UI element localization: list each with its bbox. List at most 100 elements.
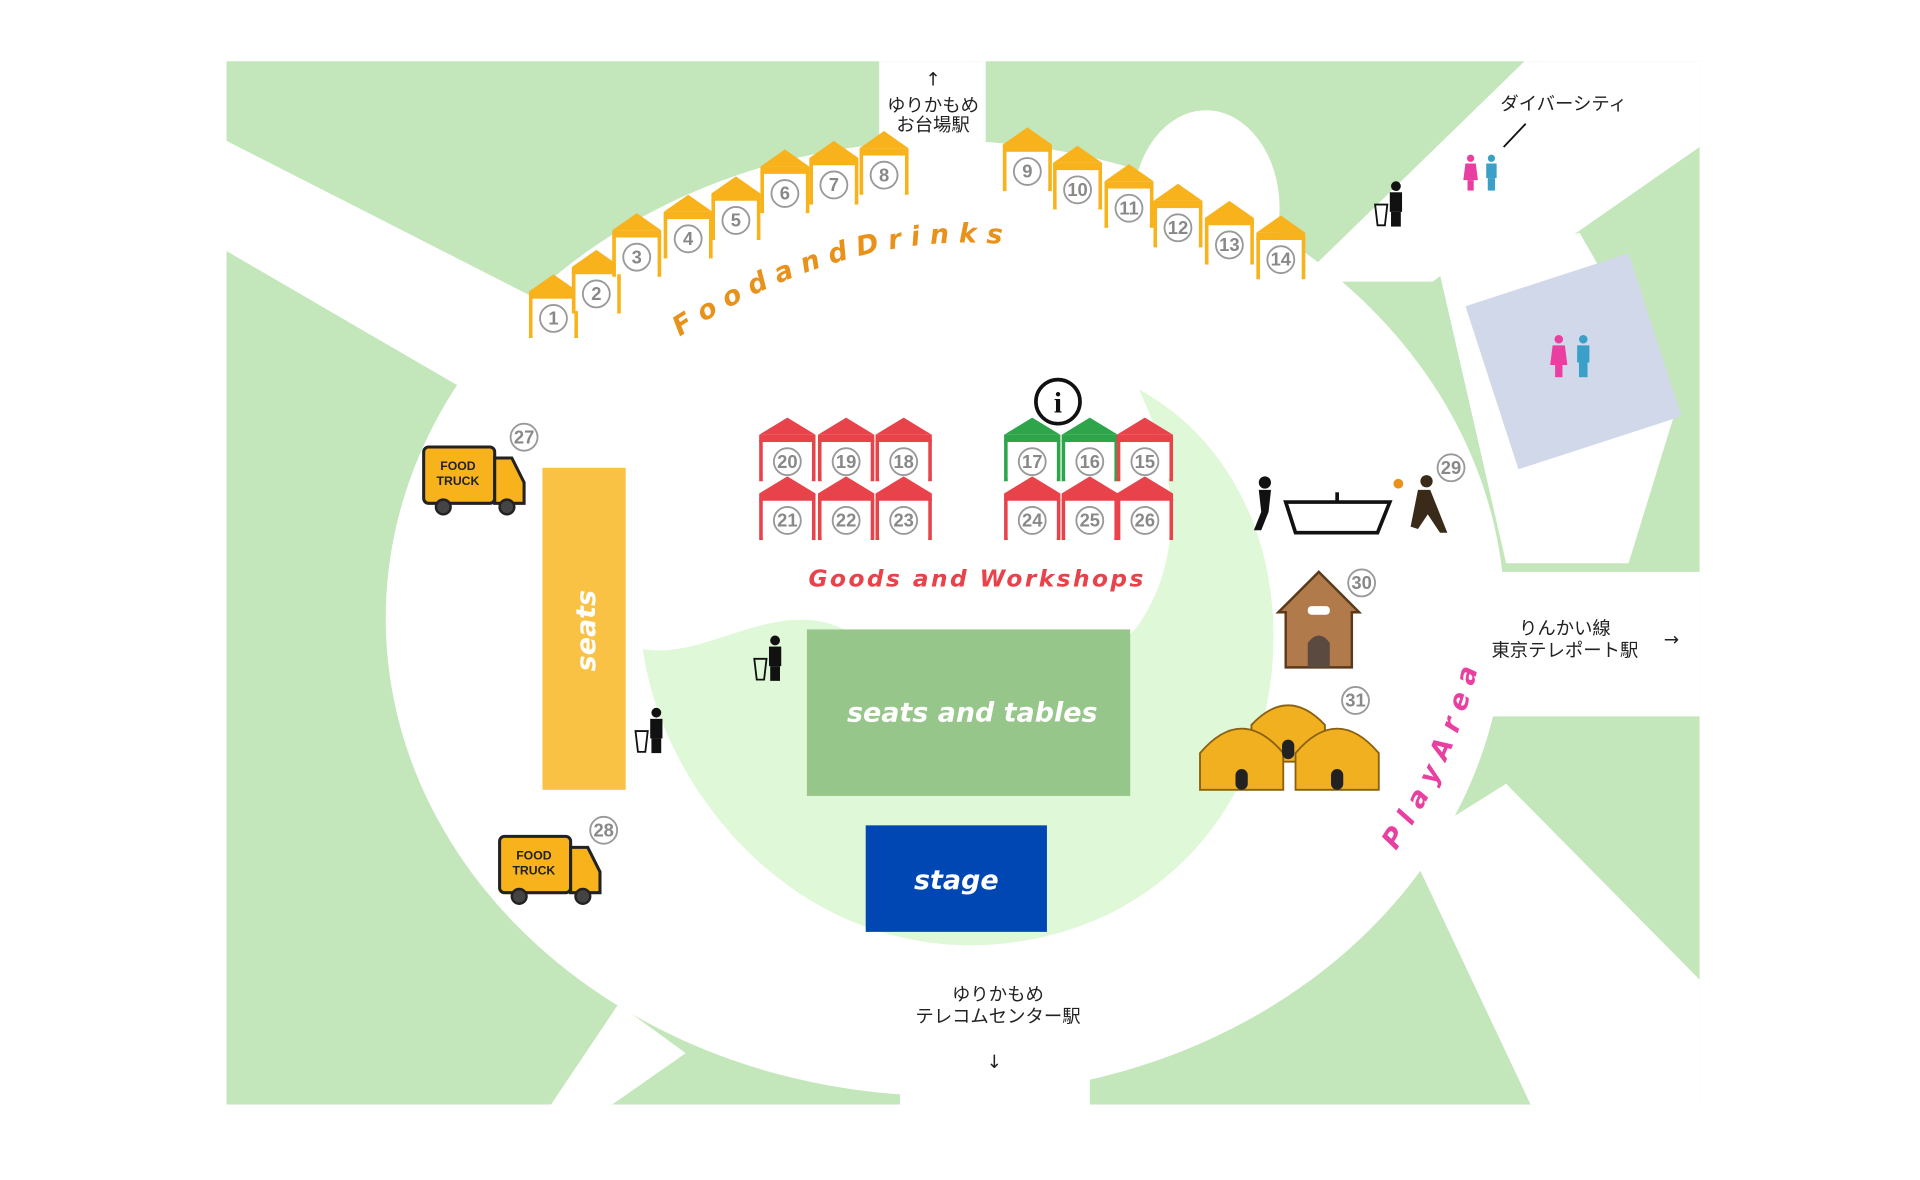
tent-booth-1[interactable]: 1	[528, 274, 578, 338]
station-telecom[interactable]: ゆりかもめ テレコムセンター駅 ↓	[915, 984, 1080, 1072]
number-badge	[1347, 568, 1377, 598]
trash-bin-icon	[634, 707, 663, 754]
tent-booth-15[interactable]: 15	[1116, 417, 1174, 482]
number-badge	[772, 506, 802, 535]
station-odaiba[interactable]: ↑ ゆりかもめ お台場駅	[887, 70, 979, 136]
truck-logo-text: TRUCK	[512, 863, 555, 877]
tent-booth-13[interactable]: 13	[1204, 200, 1254, 265]
arrow-right-icon: →	[1664, 629, 1679, 650]
number-badge	[673, 224, 703, 254]
tent-booth-16[interactable]: 16	[1061, 417, 1118, 482]
booth-number: 22	[836, 510, 856, 531]
destination-name: ダイバーシティ	[1500, 94, 1627, 115]
number-badge	[1163, 213, 1193, 243]
plaza	[385, 140, 1505, 1096]
tent-booth-8[interactable]: 8	[859, 131, 909, 195]
stage-area	[865, 825, 1047, 932]
tent-booth-21[interactable]: 21	[759, 476, 816, 541]
inner-lawn	[642, 389, 1274, 946]
tent-booth-10[interactable]: 10	[1053, 145, 1103, 210]
number-badge	[889, 447, 919, 477]
tent-booth-18[interactable]: 18	[875, 417, 932, 482]
arrow-up-right-icon	[1503, 123, 1527, 148]
tent-booth-26[interactable]: 26	[1116, 476, 1174, 541]
restroom-icon	[1463, 154, 1497, 191]
number-badge	[509, 422, 539, 452]
booth-number: 30	[1351, 572, 1371, 593]
booth-number: 9	[1022, 161, 1032, 182]
booth-number: 14	[1271, 249, 1292, 270]
booth-number: 28	[593, 819, 613, 840]
number-badge	[581, 279, 611, 309]
tent-booth-19[interactable]: 19	[817, 417, 875, 482]
tent-booth-4[interactable]: 4	[663, 194, 713, 259]
booth-number: 26	[1135, 510, 1155, 531]
tent-booth-12[interactable]: 12	[1153, 183, 1203, 248]
tent-booth-9[interactable]: 9	[1002, 127, 1052, 192]
booth-number: 4	[683, 228, 694, 249]
info-icon[interactable]: i	[1034, 377, 1082, 426]
tent-booth-5[interactable]: 5	[711, 176, 761, 241]
tent-booth-22[interactable]: 22	[817, 476, 875, 541]
number-badge	[1012, 157, 1042, 186]
number-badge	[831, 506, 861, 535]
booth-number: 1	[548, 308, 558, 329]
beehive-huts-icon	[1199, 704, 1380, 791]
play-spot-29[interactable]: 29	[1436, 453, 1466, 483]
arrow-up-icon: ↑	[925, 70, 940, 91]
seats-label: seats	[571, 590, 602, 671]
booth-number: 12	[1168, 217, 1188, 238]
number-badge	[1114, 193, 1144, 223]
station-name: 東京テレポート駅	[1491, 640, 1638, 661]
number-badge	[1075, 506, 1105, 535]
booth-number: 16	[1080, 451, 1100, 472]
number-badge	[539, 304, 568, 333]
svg-text:i: i	[1054, 388, 1062, 420]
number-badge	[1063, 175, 1092, 205]
station-diver-city[interactable]: ダイバーシティ	[1500, 94, 1627, 148]
booth-number: 3	[632, 246, 642, 267]
booth-number: 15	[1135, 451, 1155, 472]
tent-booth-25[interactable]: 25	[1061, 476, 1118, 541]
number-badge	[772, 447, 802, 477]
seats-area	[542, 467, 626, 790]
number-badge	[1075, 447, 1105, 477]
tent-booth-14[interactable]: 14	[1256, 215, 1306, 280]
restroom-area	[1465, 253, 1682, 470]
tent-booth-23[interactable]: 23	[875, 476, 932, 541]
number-badge	[1130, 506, 1160, 535]
tent-booth-2[interactable]: 2	[571, 249, 621, 314]
tent-booth-7[interactable]: 7	[809, 140, 859, 205]
seats-and-tables-label: seats and tables	[847, 697, 1098, 728]
number-badge	[1341, 686, 1370, 715]
station-line: りんかい線	[1519, 618, 1611, 639]
number-badge	[1017, 447, 1047, 477]
number-badge	[589, 815, 619, 845]
truck-logo-text: FOOD	[440, 459, 476, 473]
booth-number: 24	[1022, 510, 1043, 531]
play-spot-30[interactable]: 30	[1347, 568, 1377, 598]
station-teleport[interactable]: りんかい線 東京テレポート駅 →	[1491, 618, 1679, 661]
tent-booth-11[interactable]: 11	[1104, 164, 1154, 228]
booth-number: 13	[1219, 234, 1239, 255]
booth-number: 31	[1345, 690, 1365, 711]
number-badge	[831, 447, 861, 477]
tent-booth-20[interactable]: 20	[759, 417, 816, 482]
number-badge	[770, 179, 800, 208]
booth-number: 23	[893, 510, 913, 531]
tent-booth-17[interactable]: 17	[1004, 417, 1061, 482]
play-spot-31[interactable]: 31	[1341, 686, 1370, 715]
number-badge	[869, 160, 899, 190]
booth-number: 20	[777, 451, 797, 472]
tent-booth-24[interactable]: 24	[1004, 476, 1061, 541]
tent-booth-6[interactable]: 6	[760, 149, 810, 214]
booth-number: 18	[893, 451, 913, 472]
number-badge	[1436, 453, 1466, 483]
booth-number: 21	[777, 510, 797, 531]
station-line: ゆりかもめ	[887, 95, 979, 116]
tent-booth-3[interactable]: 3	[612, 213, 662, 277]
number-badge	[1017, 506, 1047, 535]
